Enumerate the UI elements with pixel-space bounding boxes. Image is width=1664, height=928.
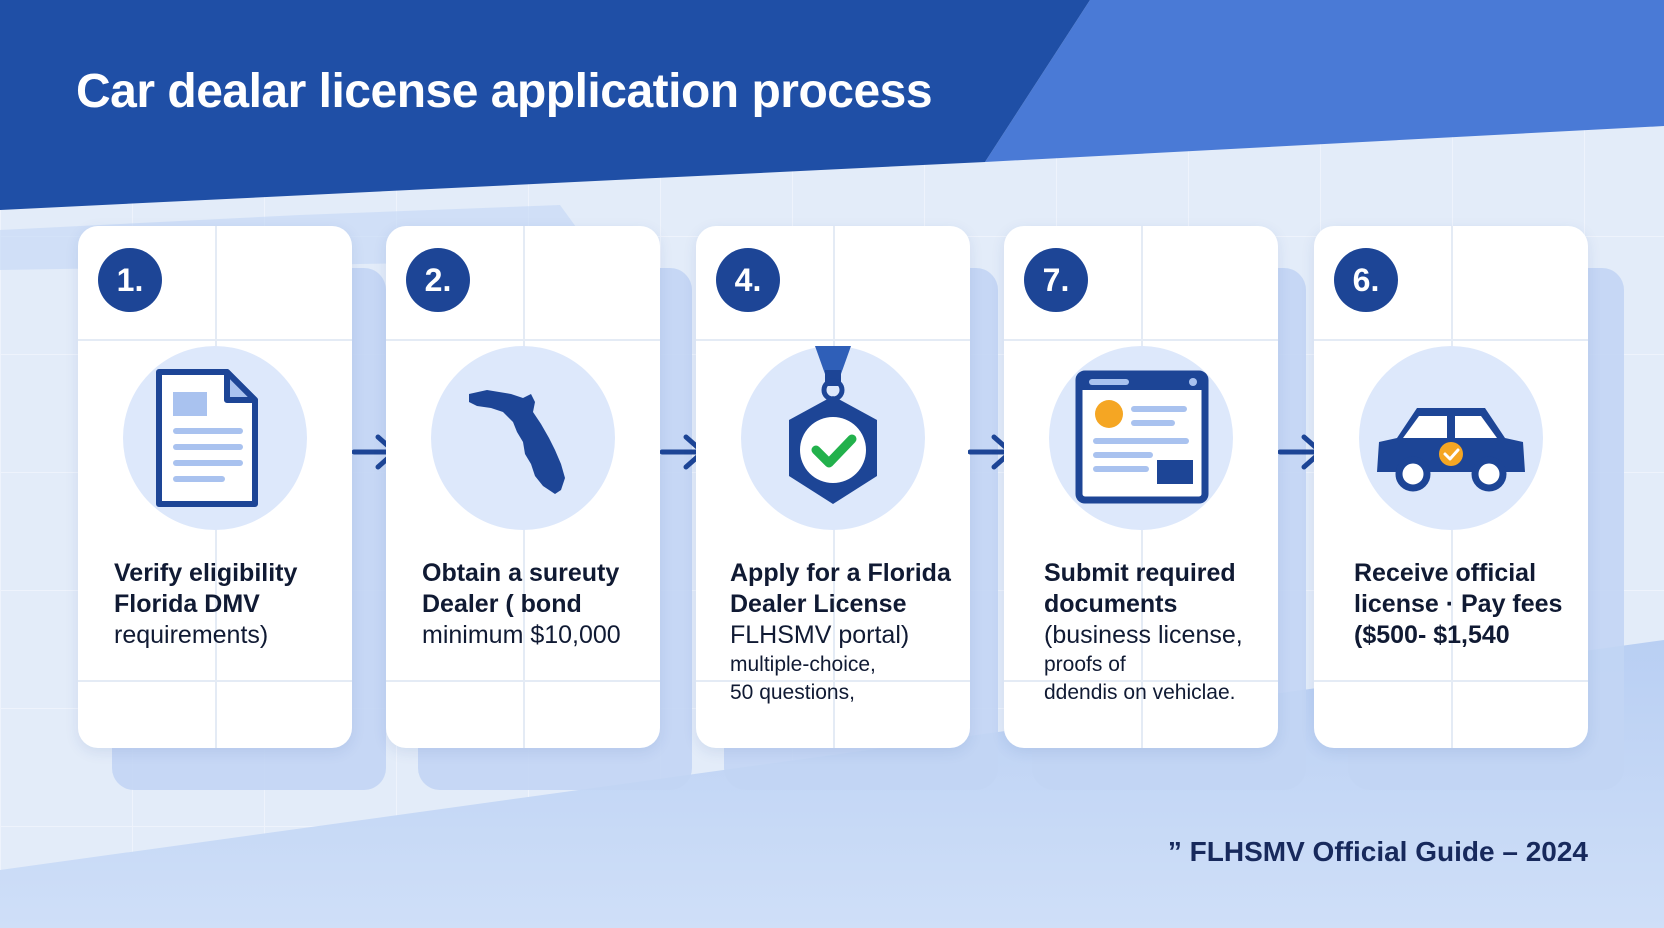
web-form-icon bbox=[1049, 346, 1233, 530]
car-check-icon bbox=[1359, 346, 1543, 530]
step-number-badge: 7. bbox=[1024, 248, 1088, 312]
step-text: Obtain a sureuty Dealer ( bond minimum $… bbox=[422, 558, 652, 651]
step-text-line: requirements) bbox=[114, 621, 269, 649]
step-text-line: ($500- $1,540 bbox=[1354, 621, 1510, 649]
step-card-4: 7. Submit required documents (business l… bbox=[1004, 226, 1278, 748]
step-text-line: minimum $10,000 bbox=[422, 621, 621, 649]
step-text: Submit required documents (business lice… bbox=[1044, 558, 1274, 707]
step-detail-line: multiple-choice, bbox=[730, 653, 876, 676]
step-text: Receive official license · Pay fees ($50… bbox=[1354, 558, 1584, 651]
page-title: Car dealar license application process bbox=[76, 65, 933, 118]
step-text-line: license · Pay fees bbox=[1354, 590, 1563, 618]
certified-badge-icon bbox=[741, 346, 925, 530]
step-card-2: 2. Obtain a sureuty Dealer ( bond minimu… bbox=[386, 226, 660, 748]
step-text-line: Dealer License bbox=[730, 590, 907, 618]
step-text-line: Receive official bbox=[1354, 559, 1537, 587]
step-number-badge: 1. bbox=[98, 248, 162, 312]
step-card-1: 1. Verify eligibility Florida DMV requir… bbox=[78, 226, 352, 748]
step-detail-line: proofs of bbox=[1044, 653, 1126, 676]
step-number-badge: 2. bbox=[406, 248, 470, 312]
step-detail-line: 50 questions, bbox=[730, 681, 855, 704]
step-number-badge: 6. bbox=[1334, 248, 1398, 312]
step-text-line: Florida DMV bbox=[114, 590, 260, 618]
step-text-line: Obtain a sureuty bbox=[422, 559, 620, 587]
step-text-line: Apply for a Florida bbox=[730, 559, 951, 587]
florida-map-icon bbox=[431, 346, 615, 530]
step-text-line: FLHSMV portal) bbox=[730, 621, 910, 649]
step-text: Verify eligibility Florida DMV requireme… bbox=[114, 558, 344, 651]
step-card-5: 6. Receive official license · Pay fees (… bbox=[1314, 226, 1588, 748]
step-text-line: Dealer ( bond bbox=[422, 590, 582, 618]
source-credit: ” FLHSMV Official Guide – 2024 bbox=[1167, 836, 1588, 867]
step-card-3: 4. Apply for a Florida Dealer License FL… bbox=[696, 226, 970, 748]
step-text: Apply for a Florida Dealer License FLHSM… bbox=[730, 558, 960, 707]
step-text-line: documents bbox=[1044, 590, 1178, 618]
step-detail-line: ddendis on vehiclae. bbox=[1044, 681, 1236, 704]
step-number-badge: 4. bbox=[716, 248, 780, 312]
step-text-line: (business license, bbox=[1044, 621, 1243, 649]
step-text-line: Verify eligibility bbox=[114, 559, 298, 587]
step-text-line: Submit required bbox=[1044, 559, 1236, 587]
document-icon bbox=[123, 346, 307, 530]
